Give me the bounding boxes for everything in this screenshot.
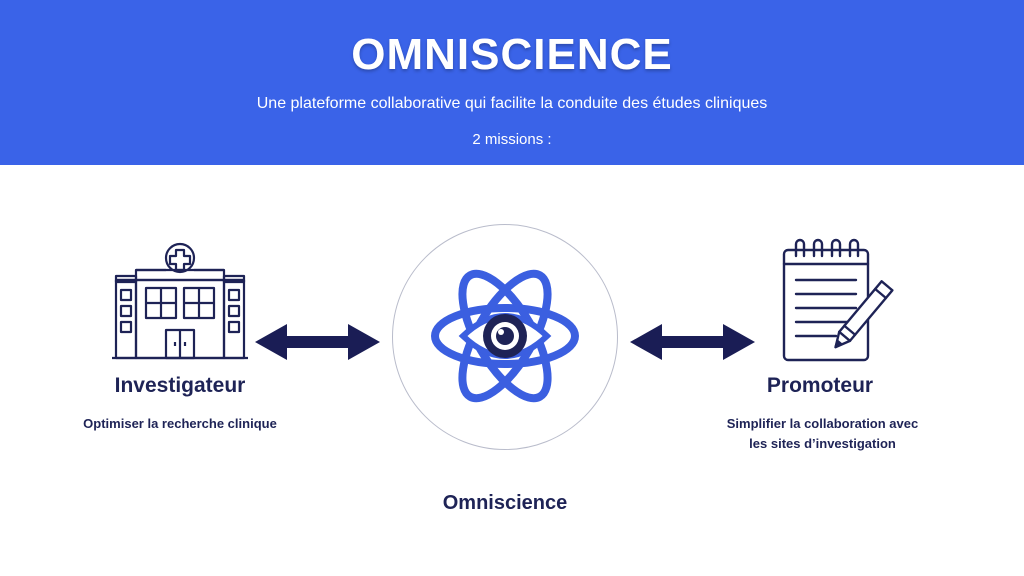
notepad-pencil-icon [782,238,894,362]
promoteur-description-line2: les sites d’investigation [749,436,896,451]
page-subtitle: Une plateforme collaborative qui facilit… [256,95,768,112]
investigateur-title: Investigateur [114,374,246,397]
double-arrow-right-icon [630,324,755,360]
promoteur-description: Simplifier la collaboration avec les sit… [690,414,955,454]
double-arrow-left-icon [255,324,380,360]
omniscience-label: Omniscience [442,492,568,514]
investigateur-description: Optimiser la recherche clinique [83,416,277,431]
missions-label: 2 missions : [472,131,552,148]
promoteur-title: Promoteur [766,374,874,397]
omniscience-circle [392,224,618,450]
page-title: OMNISCIENCE [351,30,673,79]
atom-eye-icon [431,269,579,403]
promoteur-description-line1: Simplifier la collaboration avec [726,416,919,431]
hospital-icon [112,242,248,360]
header-banner [0,0,1024,165]
